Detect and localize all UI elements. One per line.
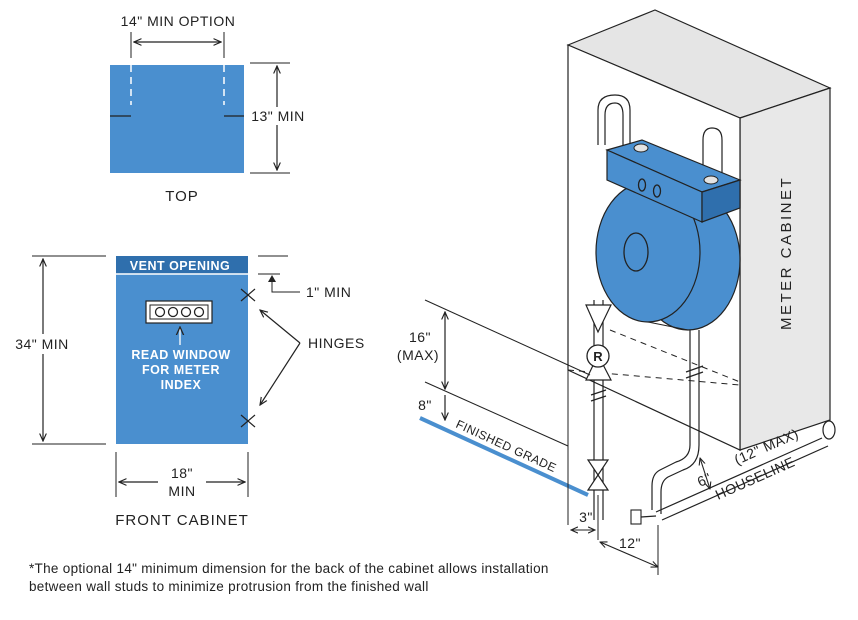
vent-opening-label: VENT OPENING bbox=[130, 259, 230, 273]
regulator-label: R bbox=[593, 349, 603, 364]
finished-grade-label: FINISHED GRADE bbox=[454, 417, 559, 475]
read-window-line2: FOR METER bbox=[142, 363, 220, 377]
hinges-label: HINGES bbox=[308, 335, 365, 351]
vent-gap-dim: 1" MIN bbox=[306, 284, 351, 300]
finished-grade-line bbox=[419, 416, 589, 497]
houseline-pipe-end bbox=[822, 420, 836, 440]
top-view: 14" MIN OPTION 13" MIN TOP bbox=[110, 13, 310, 205]
front-width-dim-unit: MIN bbox=[168, 483, 195, 499]
houseline-label: HOUSELINE bbox=[713, 453, 798, 502]
front-width-dim-value: 18" bbox=[171, 465, 193, 481]
iso-dim-16-note: (MAX) bbox=[397, 347, 439, 363]
iso-dim-12-bottom: 12" bbox=[619, 535, 641, 551]
meter-cabinet-label: METER CABINET bbox=[778, 176, 795, 330]
top-depth-dim: 13" MIN bbox=[251, 108, 305, 124]
front-cabinet-rect bbox=[116, 256, 248, 444]
top-option-dim: 14" MIN OPTION bbox=[121, 13, 236, 29]
vent-opening-band bbox=[116, 256, 248, 274]
isometric-view: METER CABINET R bbox=[397, 9, 836, 575]
top-cabinet-rect bbox=[110, 65, 244, 173]
read-window-line3: INDEX bbox=[161, 378, 202, 392]
read-window-line1: READ WINDOW bbox=[131, 348, 230, 362]
footnote-line2: between wall studs to minimize protrusio… bbox=[29, 579, 429, 594]
footnote-line1: *The optional 14" minimum dimension for … bbox=[29, 561, 549, 576]
front-height-dim: 34" MIN bbox=[15, 336, 69, 352]
regulator-symbol bbox=[586, 344, 610, 368]
iso-dim-6: 6" bbox=[695, 470, 714, 490]
iso-dim-16: 16" bbox=[409, 329, 431, 345]
front-view-caption: FRONT CABINET bbox=[115, 512, 249, 529]
iso-dim-8: 8" bbox=[418, 397, 432, 413]
footnote: *The optional 14" minimum dimension for … bbox=[29, 560, 669, 596]
front-view: VENT OPENING READ WINDOW FOR METER INDEX… bbox=[8, 255, 365, 529]
iso-dim-3: 3" bbox=[579, 509, 593, 525]
top-view-caption: TOP bbox=[165, 188, 199, 205]
